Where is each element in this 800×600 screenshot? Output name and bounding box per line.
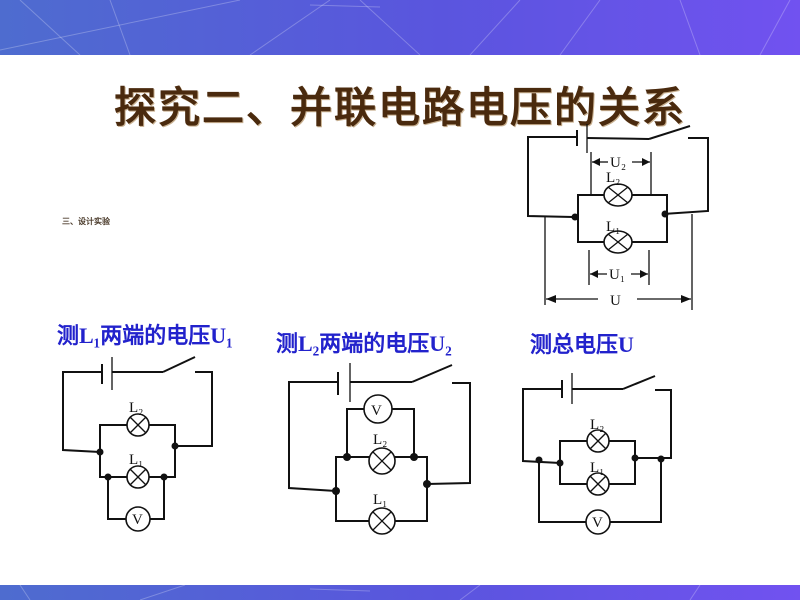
- experiment-measure-l2: 测L₂两端的电压U₂ V L₂ L₁: [276, 331, 471, 535]
- banner-decoration: [0, 0, 791, 55]
- experiment-title: 测L₁两端的电压U₁: [57, 323, 233, 348]
- experiment-title: 测L₂两端的电压U₂: [276, 331, 452, 356]
- lamp-l2: [603, 183, 633, 207]
- switch: [622, 375, 656, 390]
- voltmeter: [585, 509, 611, 535]
- voltage-u1-label: U₁: [609, 267, 625, 283]
- voltmeter-label: V: [592, 515, 603, 531]
- voltmeter-label: V: [371, 403, 382, 419]
- experiment-measure-l1: 测L₁两端的电压U₁ L₂ L₁ V: [57, 323, 233, 532]
- lamp-l2-label: L₂: [373, 432, 387, 448]
- lamp-l2-label: L₂: [606, 170, 620, 186]
- lamp-l2-label: L₂: [129, 400, 143, 416]
- lamp-l1-label: L₁: [373, 492, 387, 508]
- lamp-l2-label: L₂: [590, 417, 604, 433]
- voltmeter-label: V: [132, 512, 143, 528]
- lamp-l1: [586, 472, 610, 496]
- experiment-title: 测总电压U: [530, 332, 634, 357]
- switch: [648, 125, 691, 140]
- lamp-l1: [603, 230, 633, 254]
- header-banner: [0, 0, 800, 55]
- voltmeter: [363, 394, 393, 424]
- switch: [411, 364, 453, 383]
- lamp-l1-label: L₁: [606, 219, 620, 235]
- lamp-l1: [126, 465, 150, 489]
- lamp-l2: [586, 429, 610, 453]
- voltmeter: [125, 506, 151, 532]
- footer-decoration: [19, 585, 701, 600]
- switch: [162, 356, 196, 373]
- lamp-l1: [368, 507, 396, 535]
- lamp-l1-label: L₁: [590, 460, 604, 476]
- experiment-measure-total: 测总电压U L₂ L₁ V: [522, 332, 672, 535]
- voltage-total-label: U: [610, 293, 621, 309]
- voltage-u2-label: U₂: [610, 155, 626, 171]
- lamp-l2: [368, 447, 396, 475]
- footer-banner: [0, 585, 800, 600]
- reference-circuit: L₂ L₁ U₂ U₁ U: [527, 124, 709, 310]
- lamp-l2: [126, 413, 150, 437]
- section-subheading: 三、设计实验: [62, 217, 110, 226]
- lamp-l1-label: L₁: [129, 452, 143, 468]
- slide-title: 探究二、并联电路电压的关系: [113, 83, 686, 132]
